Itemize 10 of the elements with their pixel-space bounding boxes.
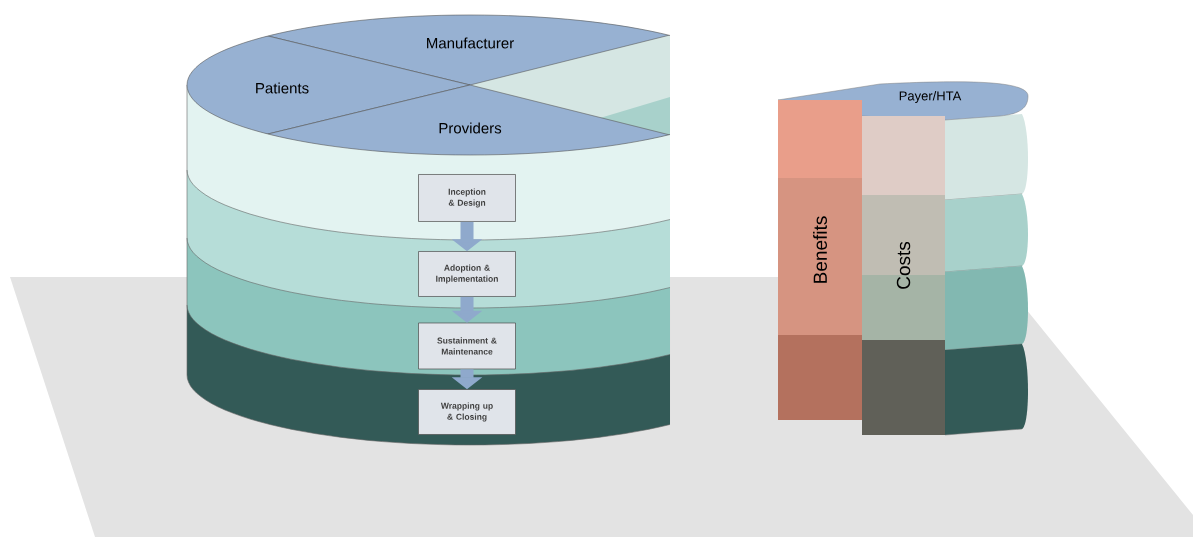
slice-label: Manufacturer (427, 37, 514, 49)
process-box: Adoption & Implementation (418, 251, 516, 297)
column-panel: Benefits (778, 100, 862, 420)
slice-label: Patients (256, 82, 309, 94)
column-panel: Costs (862, 116, 945, 435)
process-box: Inception & Design (418, 174, 516, 222)
process-box: Wrapping up & Closing (418, 389, 516, 435)
node-label: Costs (896, 241, 911, 289)
slice-label: Providers (439, 122, 502, 134)
process-box: Sustainment & Maintenance (418, 322, 516, 370)
